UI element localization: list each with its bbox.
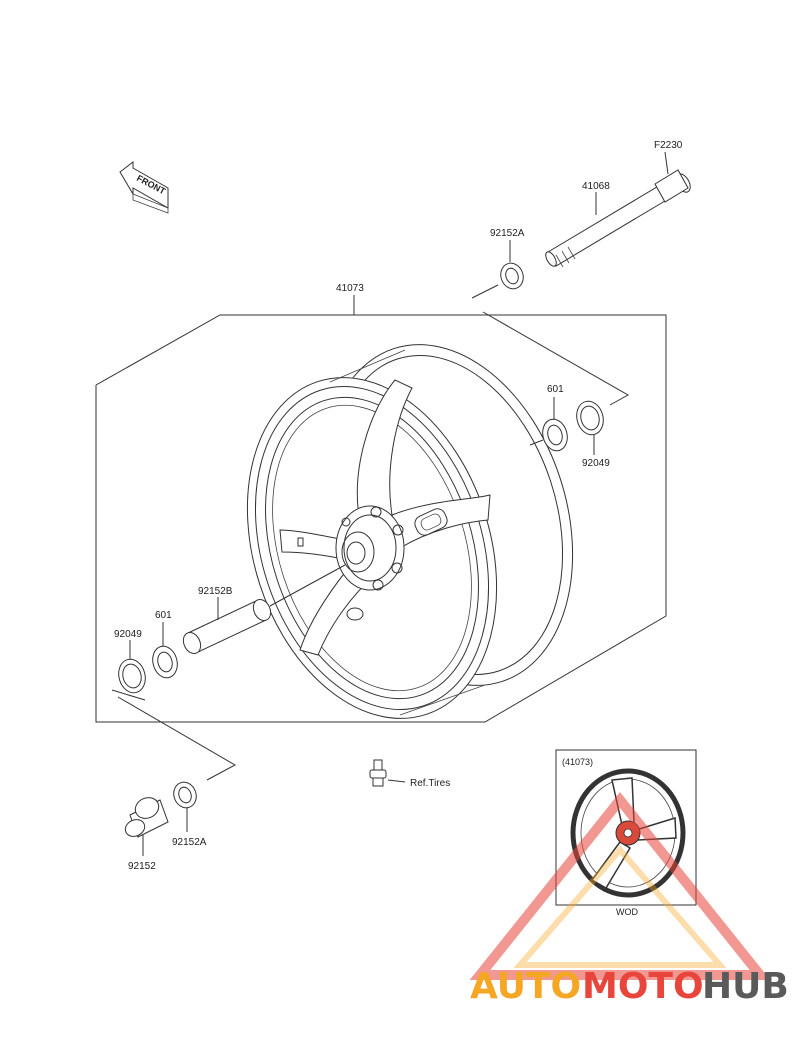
collar-92152b [182, 564, 346, 655]
seal-92049-left [118, 640, 146, 694]
watermark-auto: AUTO [470, 966, 581, 1007]
label-601-left: 601 [155, 610, 172, 621]
label-f2230: F2230 [654, 140, 683, 151]
inset-wheel-view: (41073) WOD [555, 749, 697, 917]
label-601-right: 601 [547, 384, 564, 395]
label-92152a-bottom: 92152A [172, 837, 207, 848]
wheel-frame [95, 295, 667, 723]
label-92152: 92152 [128, 861, 156, 872]
watermark-hub: HUB [702, 966, 789, 1007]
collar-92152a-top [500, 240, 524, 290]
label-41073: 41073 [336, 283, 364, 294]
label-41068: 41068 [582, 181, 610, 192]
seal-92049-right [576, 400, 604, 455]
label-92152b: 92152B [198, 586, 233, 597]
valve-icon [369, 759, 406, 787]
axle-41068 [545, 151, 691, 268]
bearing-601-right [542, 397, 568, 452]
watermark-logo [469, 791, 771, 980]
collar-92152 [124, 797, 169, 856]
front-wheel-drawing [246, 344, 574, 719]
label-92152a-top: 92152A [490, 228, 525, 239]
bearing-601-left [152, 622, 178, 679]
label-92049-left: 92049 [114, 629, 142, 640]
inset-code: WOD [616, 907, 638, 917]
collar-92152a-bottom [173, 781, 197, 832]
watermark-moto: MOTO [582, 966, 704, 1007]
front-arrow-icon: FRONT [119, 160, 169, 214]
label-92049-right: 92049 [582, 458, 610, 469]
watermark-text: AUTO MOTO HUB [470, 966, 789, 1007]
inset-title: (41073) [562, 757, 593, 767]
label-ref-tires: Ref.Tires [410, 778, 450, 789]
